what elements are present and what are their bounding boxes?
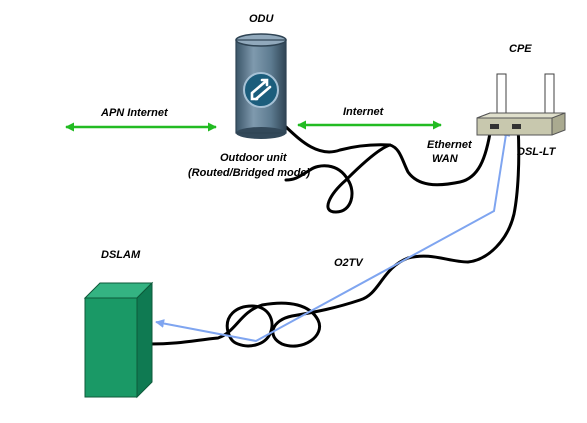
ethernet-wan-label-2: WAN [432, 153, 459, 165]
antenna-right [544, 73, 555, 115]
internet-label: Internet [343, 106, 385, 118]
dsl-port [512, 124, 521, 129]
o2tv-arrow [155, 127, 511, 343]
cable-odu-to-cpe [284, 125, 493, 187]
odu-device[interactable] [235, 33, 287, 139]
dslam-device[interactable] [83, 281, 154, 399]
outdoor-unit-mode-label: (Routed/Bridged mode) [188, 167, 311, 179]
apn-internet-label: APN Internet [100, 107, 169, 119]
ethernet-wan-label: Ethernet [427, 139, 473, 151]
cpe-label: CPE [509, 43, 532, 55]
cpe-router[interactable] [476, 73, 566, 136]
ethernet-port [490, 124, 499, 129]
o2tv-label: O2TV [334, 257, 364, 269]
antenna-left [496, 73, 507, 115]
outdoor-unit-label: Outdoor unit [220, 152, 288, 164]
cable-dslam-to-cpe [148, 124, 521, 348]
odu-label: ODU [249, 13, 275, 25]
crossed-arrows-icon [243, 72, 279, 108]
dslam-label: DSLAM [101, 249, 141, 261]
dsl-lt-label: DSL-LT [517, 146, 557, 158]
